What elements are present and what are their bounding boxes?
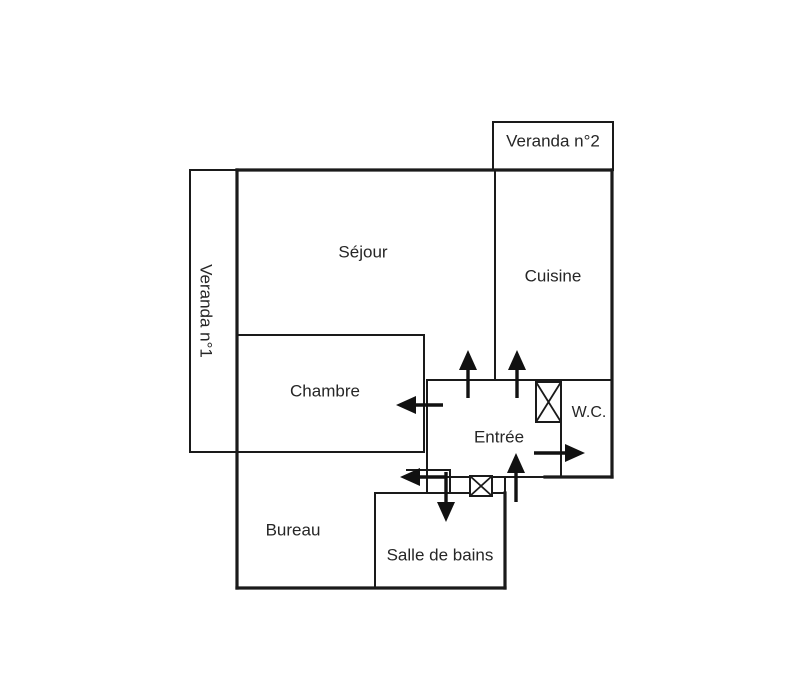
arrow-to-sejour-head [459,350,477,370]
entree-label: Entrée [474,427,524,446]
salle-de-bains-label: Salle de bains [387,545,494,564]
sejour-label: Séjour [338,242,387,261]
arrow-to-wc [534,444,585,462]
door-salle-de-bains [469,475,493,497]
door-wc-x [535,381,562,423]
arrow-entrance-head [507,453,525,473]
veranda-2-label: Veranda n°2 [506,131,600,150]
arrow-to-cuisine-head [508,350,526,370]
chambre-label: Chambre [290,381,360,400]
arrow-to-bureau [400,468,447,486]
arrow-to-salle-de-bains-head [437,502,455,522]
room-veranda-1: Veranda n°1 [189,169,238,453]
cuisine-label: Cuisine [525,266,582,285]
arrow-to-chambre [396,396,443,414]
arrow-to-sejour [459,350,477,398]
outer-walls [235,168,614,590]
door-salle-de-bains-x [469,475,493,497]
room-veranda-2: Veranda n°2 [492,121,614,171]
bureau-label: Bureau [266,520,321,539]
arrow-to-cuisine [508,350,526,398]
veranda-1-label: Veranda n°1 [197,264,216,358]
arrow-entrance-to-entree [507,453,525,502]
arrow-to-chambre-head [396,396,416,414]
arrow-to-salle-de-bains [437,472,455,522]
wc-label: W.C. [572,404,607,421]
arrow-to-wc-head [565,444,585,462]
door-wc [535,381,562,423]
arrow-to-bureau-head [400,468,420,486]
